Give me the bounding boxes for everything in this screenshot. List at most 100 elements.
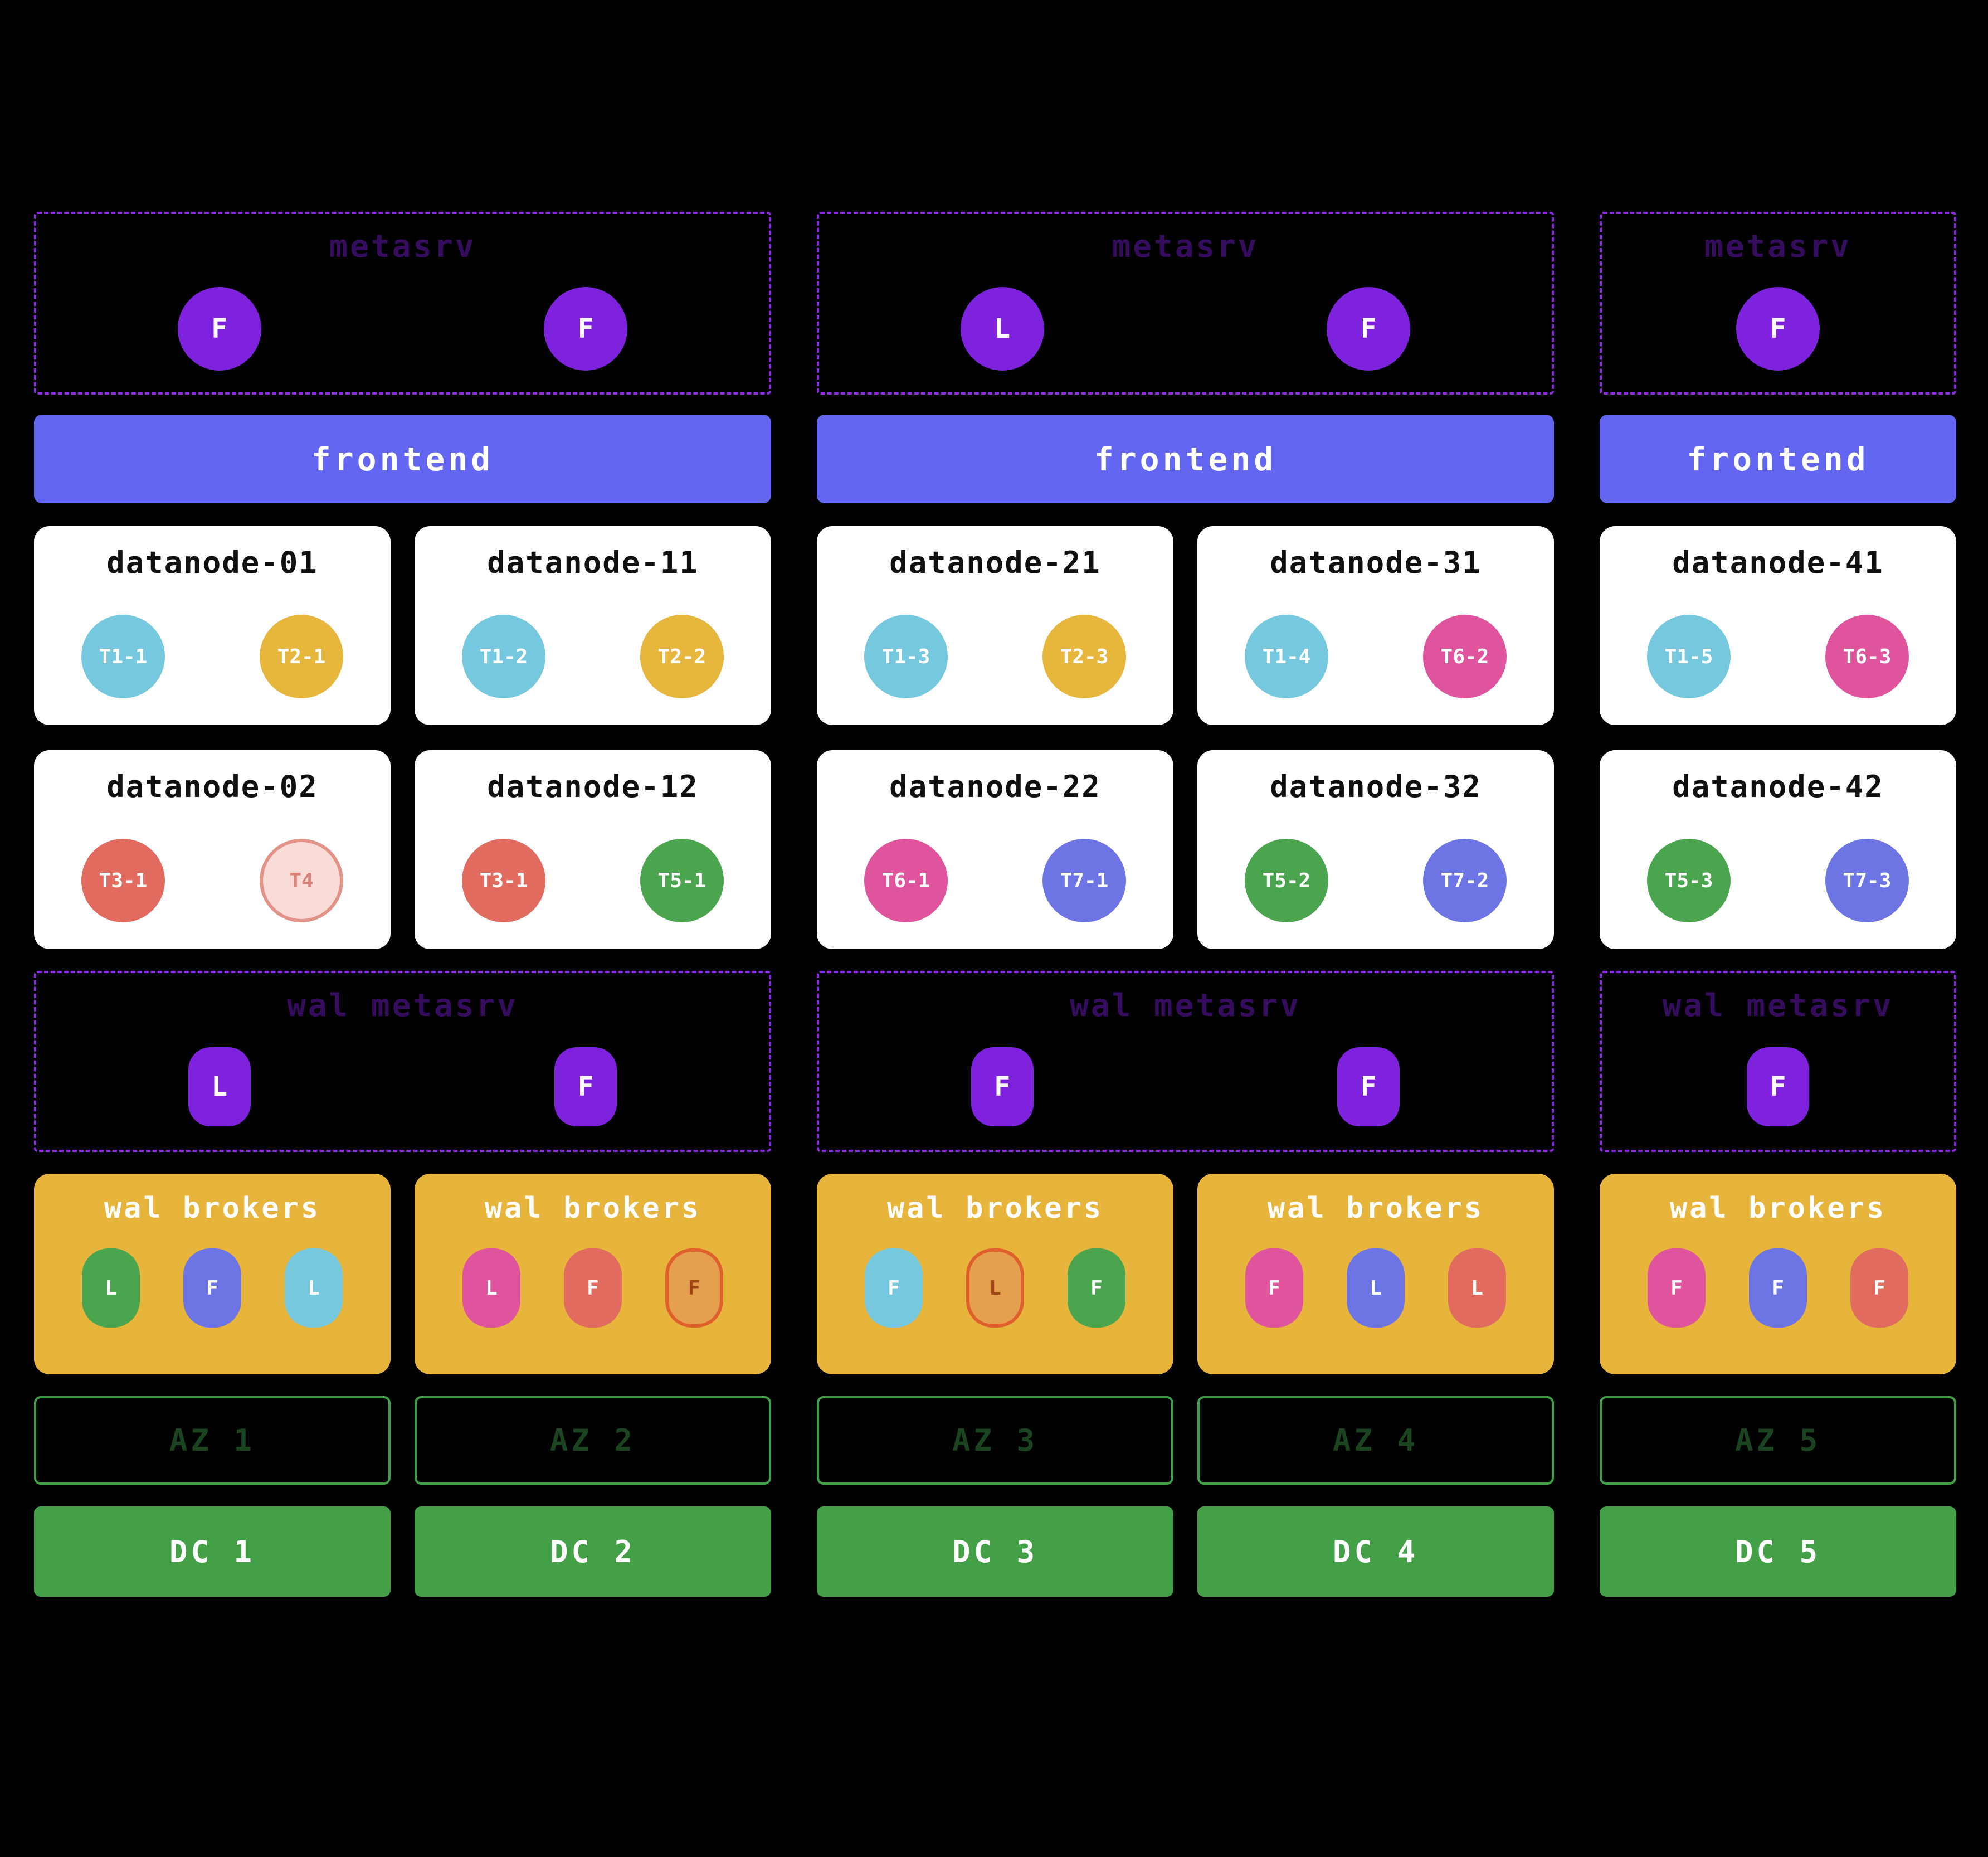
- wal-metasrv-node: F: [1747, 1047, 1809, 1126]
- region-circle: T6-3: [1825, 615, 1909, 698]
- region-circle: T1-2: [462, 615, 545, 698]
- region-circle: T1-4: [1245, 615, 1328, 698]
- az-label-box: AZ 4: [1197, 1396, 1554, 1485]
- datanode-title: datanode-01: [106, 545, 318, 580]
- region-circle: T5-3: [1647, 839, 1731, 922]
- az-label-box: AZ 5: [1600, 1396, 1956, 1485]
- metasrv-node: F: [1327, 286, 1411, 371]
- metasrv-node: F: [177, 286, 261, 371]
- metasrv-title: metasrv: [329, 229, 476, 265]
- metasrv-node-cell: F: [1602, 265, 1954, 392]
- wal-brokers-title: wal brokers: [1669, 1192, 1887, 1225]
- datanode-title: datanode-22: [889, 769, 1101, 804]
- dc-bar: DC 1: [34, 1506, 391, 1597]
- region-circle: T1-1: [81, 615, 165, 698]
- wal-metasrv-title: wal metasrv: [1662, 988, 1894, 1024]
- region-circle: T1-5: [1647, 615, 1731, 698]
- az-row: AZ 3 AZ 4: [817, 1396, 1554, 1485]
- dc-bar: DC 3: [817, 1506, 1173, 1597]
- datanode-title: datanode-21: [889, 545, 1101, 580]
- broker-pill: L: [966, 1248, 1024, 1328]
- wal-brokers-title: wal brokers: [104, 1192, 321, 1225]
- wal-metasrv-node-cell: F: [819, 1024, 1186, 1150]
- datanode-title: datanode-42: [1672, 769, 1884, 804]
- metasrv-title: metasrv: [1704, 229, 1851, 265]
- broker-pill: L: [1347, 1248, 1405, 1328]
- broker-pill: F: [564, 1248, 622, 1328]
- wal-metasrv-node: F: [971, 1047, 1034, 1126]
- region-circle: T2-3: [1042, 615, 1126, 698]
- metasrv-node-cell: L: [819, 265, 1186, 392]
- datanode-title: datanode-11: [487, 545, 699, 580]
- wal-metasrv-node: L: [188, 1047, 251, 1126]
- wal-brokers-title: wal brokers: [886, 1192, 1104, 1225]
- wal-metasrv-title: wal metasrv: [1070, 988, 1301, 1024]
- az-label-box: AZ 2: [415, 1396, 771, 1485]
- az-row: AZ 5: [1600, 1396, 1956, 1485]
- wal-metasrv-node-cell: F: [1186, 1024, 1552, 1150]
- broker-pill: F: [1068, 1248, 1125, 1328]
- broker-pill: F: [1648, 1248, 1706, 1328]
- wal-metasrv-node-row: F: [1602, 1024, 1954, 1150]
- az-label-box: AZ 1: [34, 1396, 391, 1485]
- wal-metasrv-title: wal metasrv: [287, 988, 518, 1024]
- region-circle: T7-3: [1825, 839, 1909, 922]
- datanode-title: datanode-32: [1270, 769, 1482, 804]
- region-circle: T5-1: [640, 839, 724, 922]
- broker-pill: L: [82, 1248, 140, 1328]
- region-row: T3-1 T5-1: [415, 839, 771, 922]
- metasrv-node: L: [960, 286, 1044, 371]
- broker-pill: F: [865, 1248, 923, 1328]
- datanode-title: datanode-02: [106, 769, 318, 804]
- wal-metasrv-node: F: [1337, 1047, 1400, 1126]
- region-circle: T2-1: [260, 615, 343, 698]
- metasrv-node-cell: F: [403, 265, 769, 392]
- broker-pill: F: [1850, 1248, 1908, 1328]
- metasrv-title: metasrv: [1112, 229, 1259, 265]
- wal-metasrv-node: F: [554, 1047, 617, 1126]
- broker-pill: L: [1448, 1248, 1506, 1328]
- dc-row: DC 5: [1600, 1506, 1956, 1597]
- frontend-bar: frontend: [817, 415, 1554, 503]
- frontend-bar: frontend: [1600, 415, 1956, 503]
- datanode-title: datanode-12: [487, 769, 699, 804]
- datanode-title: datanode-41: [1672, 545, 1884, 580]
- broker-pill: L: [462, 1248, 520, 1328]
- region-circle: T3-1: [462, 839, 545, 922]
- az-label-box: AZ 3: [817, 1396, 1173, 1485]
